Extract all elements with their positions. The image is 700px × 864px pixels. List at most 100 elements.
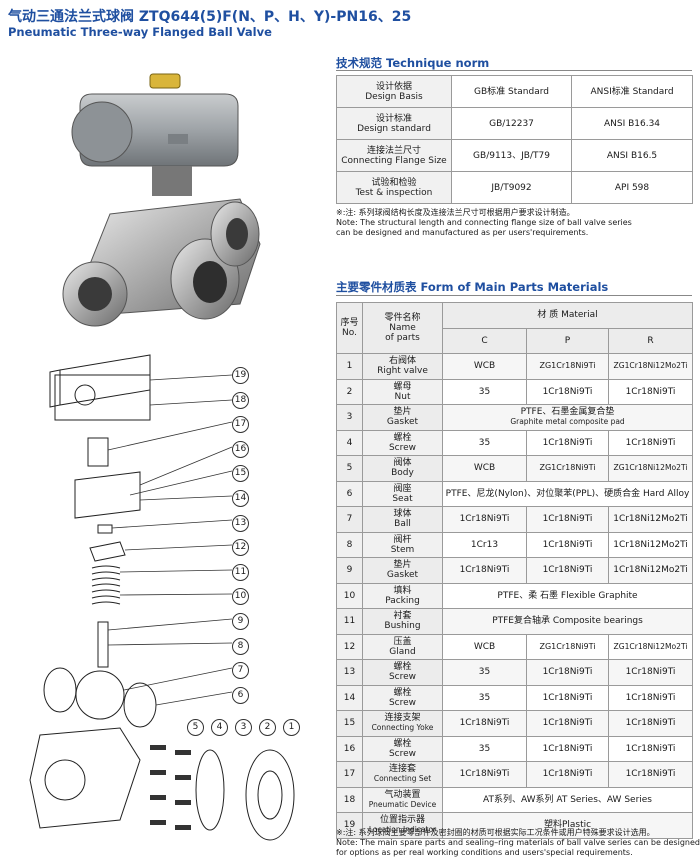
part-material-c: 35 — [442, 429, 527, 456]
page-subtitle: Pneumatic Three-way Flanged Ball Valve — [8, 25, 272, 39]
parts-note-cn: ※:注: 系列球阀主要零部件及密封圈的材质可根据实际工况条件或用户特殊要求设计选… — [336, 828, 655, 837]
callout-number: 12 — [232, 539, 249, 557]
part-material-c: WCB — [442, 353, 527, 380]
part-no: 10 — [336, 582, 363, 609]
part-material-p: 1Cr18Ni9Ti — [526, 506, 609, 533]
callout-number: 19 — [232, 367, 249, 384]
technique-ansi-value: ANSI B16.34 — [571, 107, 693, 140]
part-material-merged: AT系列、AW系列 AT Series、AW Series — [441, 786, 694, 813]
part-material-c: 35 — [442, 378, 527, 405]
part-material-c: 1Cr18Ni9Ti — [442, 506, 527, 533]
callout-number: 4 — [211, 719, 228, 736]
part-no: 3 — [336, 404, 363, 431]
part-no: 17 — [336, 761, 363, 788]
part-no: 6 — [336, 480, 363, 507]
technique-ansi-value: API 598 — [571, 171, 693, 204]
technique-gb-value: JB/T9092 — [451, 171, 572, 204]
part-material-r: 1Cr18Ni12Mo2Ti — [607, 506, 694, 533]
technique-note-en2: can be designed and manufactured as per … — [336, 228, 589, 237]
callout-number: 11 — [232, 563, 249, 581]
part-material-c: 1Cr18Ni9Ti — [442, 761, 527, 788]
part-material-p: 1Cr18Ni9Ti — [526, 531, 609, 558]
part-material-p: 1Cr18Ni9Ti — [526, 659, 609, 686]
callout-number: 13 — [232, 514, 249, 532]
callout-number: 2 — [259, 719, 276, 736]
part-material-r: ZG1Cr18Ni12Mo2Ti — [607, 455, 694, 482]
part-material-p: ZG1Cr18Ni9Ti — [526, 633, 609, 660]
part-no: 19 — [336, 812, 363, 839]
part-material-c: 35 — [442, 684, 527, 711]
part-material-r: 1Cr18Ni9Ti — [607, 735, 694, 762]
part-no: 13 — [336, 659, 363, 686]
part-no: 1 — [336, 353, 363, 380]
callout-number: 6 — [232, 686, 249, 704]
technique-ansi-value: ANSI B16.5 — [571, 139, 693, 172]
callout-number: 9 — [232, 613, 249, 630]
parts-divider — [336, 295, 692, 296]
part-material-p: 1Cr18Ni9Ti — [526, 735, 609, 762]
part-no: 14 — [336, 684, 363, 711]
callout-number: 14 — [232, 490, 249, 507]
technique-divider — [336, 70, 692, 71]
parts-title: 主要零件材质表 Form of Main Parts Materials — [336, 280, 609, 294]
part-material-c: WCB — [442, 633, 527, 660]
part-no: 15 — [336, 710, 363, 737]
part-material-r: 1Cr18Ni12Mo2Ti — [607, 557, 694, 584]
part-no: 9 — [336, 557, 363, 584]
part-material-r: ZG1Cr18Ni12Mo2Ti — [607, 353, 694, 380]
technique-gb-value: GB标准 Standard — [451, 75, 572, 108]
part-no: 16 — [336, 735, 363, 762]
parts-note-en2: for options as per real working conditio… — [336, 848, 633, 857]
part-material-r: 1Cr18Ni9Ti — [607, 429, 694, 456]
callout-number: 3 — [235, 719, 252, 736]
part-material-r: 1Cr18Ni9Ti — [607, 761, 694, 788]
callout-number: 10 — [232, 588, 249, 606]
callout-number: 15 — [232, 465, 249, 483]
technique-gb-value: GB/9113、JB/T79 — [451, 139, 572, 172]
header-col-c: C — [442, 327, 527, 354]
part-no: 18 — [336, 786, 363, 813]
technique-gb-value: GB/12237 — [451, 107, 572, 140]
technique-title: 技术规范 Technique norm — [336, 56, 490, 70]
parts-note-en1: Note: The main spare parts and sealing–r… — [336, 838, 700, 847]
callout-number: 7 — [232, 662, 249, 680]
page-title: 气动三通法兰式球阀 ZTQ644(5)F(N、P、H、Y)-PN16、25 — [8, 9, 412, 25]
part-material-p: ZG1Cr18Ni9Ti — [526, 455, 609, 482]
part-material-c: 1Cr13 — [442, 531, 527, 558]
part-material-c: 1Cr18Ni9Ti — [442, 557, 527, 584]
